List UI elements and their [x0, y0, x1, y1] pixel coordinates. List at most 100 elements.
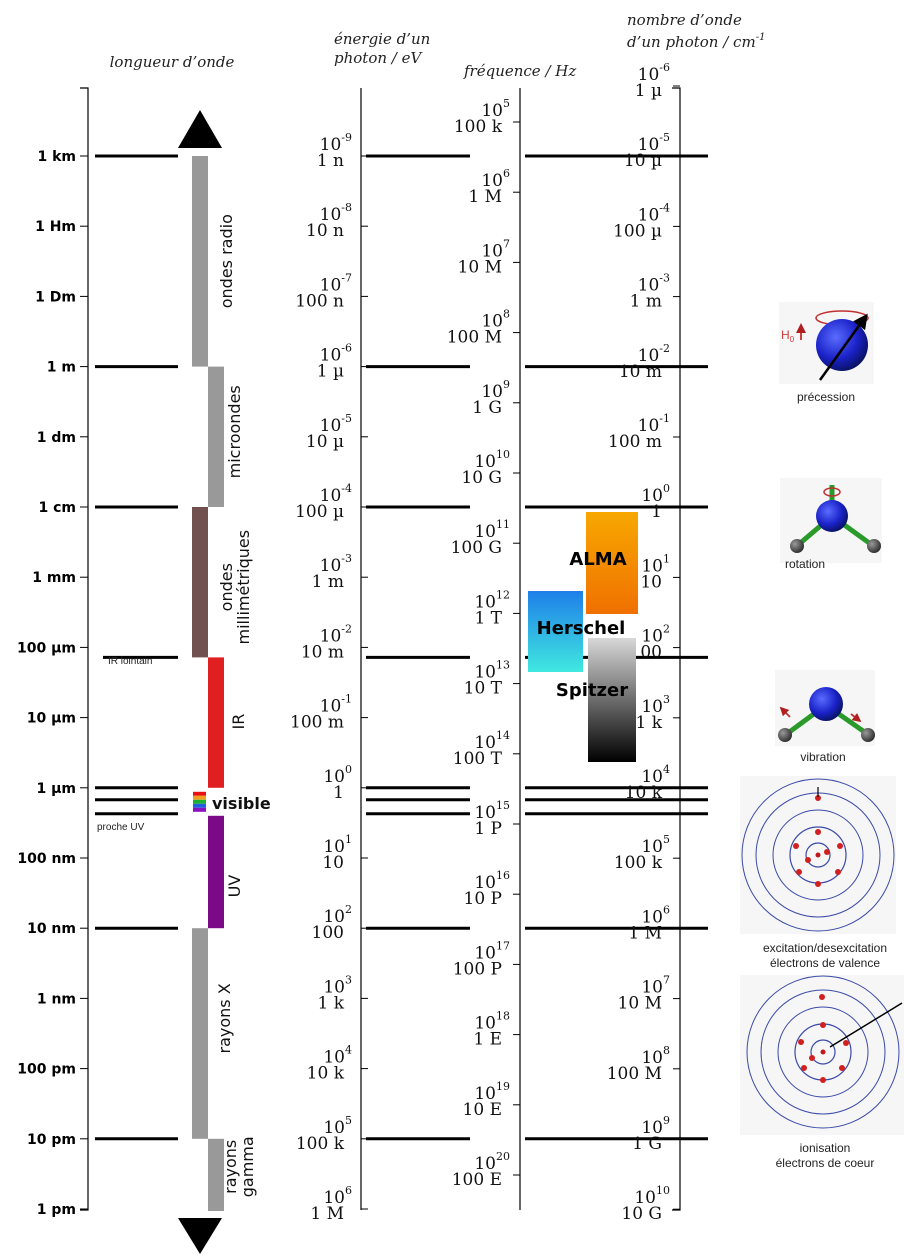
frequency-value-label: 10 P — [464, 889, 502, 909]
energy-value-label: 1 — [333, 783, 344, 803]
energy-value-label: 1 n — [317, 151, 344, 171]
frequency-power-label: 1017 — [474, 939, 510, 963]
frequency-power-label: 1020 — [474, 1150, 510, 1174]
band-label-gamma-line: rayons — [221, 1140, 240, 1194]
wavelength-axis-line — [80, 87, 89, 1211]
wavelength-tick-label: 10 µm — [27, 711, 76, 727]
wavelength-tick-label: 100 nm — [17, 851, 76, 867]
wavenumber-value-label: 10 — [640, 572, 662, 592]
herschel-label: Herschel — [537, 618, 626, 639]
header-wavelength: longueur d’onde — [110, 53, 235, 71]
frequency-value-label: 10 T — [464, 679, 503, 699]
energy-power-label: 10-5 — [320, 412, 352, 436]
wavenumber-power-label: 102 — [641, 623, 670, 647]
band-label-ir: IR — [229, 714, 248, 730]
band-label-gamma-line: gamma — [238, 1136, 257, 1197]
wavenumber-value-label: 1 k — [635, 713, 662, 733]
wavelength-tick-label: 1 m — [47, 360, 76, 376]
near-uv-label: proche UV — [97, 822, 145, 833]
energy-value-label: 10 m — [301, 642, 344, 662]
energy-power-label: 10-6 — [320, 342, 352, 366]
wavelength-tick-label: 1 Hm — [35, 219, 76, 235]
alma-label: ALMA — [569, 549, 626, 570]
energy-value-label: 1 k — [317, 993, 344, 1013]
visible-swatch-strip — [193, 807, 206, 812]
band-label-microwave: microondes — [225, 385, 244, 478]
spitzer-label: Spitzer — [556, 680, 628, 701]
energy-value-label: 100 m — [290, 713, 344, 733]
header-energy-line1: énergie d’un — [334, 30, 430, 48]
wavenumber-power-label: 1010 — [634, 1184, 670, 1208]
wavelength-tick-label: 1 km — [37, 149, 76, 165]
frequency-power-label: 1010 — [474, 448, 510, 472]
frequency-power-label: 1011 — [474, 518, 510, 542]
energy-power-label: 101 — [323, 833, 352, 857]
frequency-power-label: 108 — [481, 308, 510, 332]
energy-value-label: 1 µ — [317, 362, 344, 382]
frequency-power-label: 107 — [481, 237, 510, 261]
wavelength-tick-label: 10 pm — [27, 1132, 76, 1148]
wavenumber-power-label: 10-4 — [638, 201, 670, 225]
header-wavenumber-line2: d’un photon / cm-1 — [627, 32, 765, 51]
energy-value-label: 10 n — [306, 221, 344, 241]
band-label-visible: visible — [212, 794, 271, 813]
energy-power-label: 10-2 — [320, 622, 352, 646]
frequency-power-label: 106 — [481, 167, 510, 191]
frequency-power-label: 1018 — [474, 1010, 510, 1034]
excitation-label-line2: électrons de valence — [770, 956, 880, 970]
band-label-uv: UV — [225, 875, 244, 898]
frequency-value-label: 10 E — [463, 1100, 502, 1120]
energy-power-label: 105 — [323, 1114, 352, 1138]
band-label-millimetre-line: millimétriques — [234, 530, 253, 645]
wavenumber-value-label: 1 M — [628, 923, 662, 943]
frequency-power-label: 105 — [481, 97, 510, 121]
wavelength-tick-label: 100 pm — [17, 1062, 76, 1078]
band-xray — [192, 928, 208, 1139]
wavelength-tick-label: 1 Dm — [35, 289, 76, 305]
herschel-range — [528, 591, 583, 672]
header-frequency: fréquence / Hz — [463, 62, 576, 80]
energy-power-label: 10-7 — [320, 271, 352, 295]
energy-power-label: 106 — [323, 1184, 352, 1208]
ionisation-label-line2: électrons de coeur — [776, 1156, 875, 1170]
frequency-value-label: 100 G — [451, 538, 502, 558]
wavenumber-value-label: 10 µ — [624, 151, 662, 171]
frequency-power-label: 1015 — [474, 799, 510, 823]
wavenumber-power-label: 100 — [641, 482, 670, 506]
wavelength-tick-label: 1 pm — [37, 1202, 76, 1218]
alma-range — [586, 512, 638, 614]
frequency-power-label: 1013 — [474, 659, 510, 683]
band-microwave — [208, 366, 224, 507]
wavenumber-power-label: 10-1 — [638, 412, 670, 436]
wavelength-tick-label: 1 nm — [37, 991, 76, 1007]
wavenumber-power-label: 10-3 — [638, 272, 670, 296]
frequency-power-label: 1012 — [474, 588, 510, 612]
wavenumber-value-label: 1 — [651, 502, 662, 522]
wavenumber-value-label: 10 G — [621, 1204, 662, 1224]
energy-power-label: 102 — [323, 903, 352, 927]
excitation-illustration — [740, 776, 896, 934]
wavenumber-value-label: 1 m — [630, 292, 662, 312]
frequency-value-label: 1 M — [468, 187, 502, 207]
band-label-xray-line: rayons X — [215, 983, 234, 1053]
excitation-label-line1: excitation/desexcitation — [763, 941, 887, 955]
frequency-value-label: 100 P — [453, 959, 502, 979]
band-label-radio: ondes radio — [217, 214, 236, 308]
wavenumber-power-label: 103 — [641, 693, 670, 717]
band-label-radio-line: ondes radio — [217, 214, 236, 308]
wavelength-tick-label: 1 cm — [38, 500, 76, 516]
svg-text:H0: H0 — [781, 328, 795, 344]
arrow-up-icon — [178, 110, 222, 148]
wavenumber-value-label: 10 M — [618, 994, 662, 1014]
energy-value-label: 10 k — [307, 1064, 345, 1084]
frequency-power-label: 109 — [481, 378, 510, 402]
wavenumber-value-label: 1 G — [632, 1134, 662, 1154]
wavelength-tick-label: 1 µm — [36, 781, 76, 797]
energy-power-label: 10-3 — [320, 552, 352, 576]
frequency-value-label: 100 k — [454, 117, 503, 137]
energy-power-label: 10-1 — [320, 693, 352, 717]
vibration-illustration — [775, 670, 875, 746]
rotation-illustration — [780, 478, 882, 563]
energy-value-label: 1 M — [310, 1204, 344, 1224]
